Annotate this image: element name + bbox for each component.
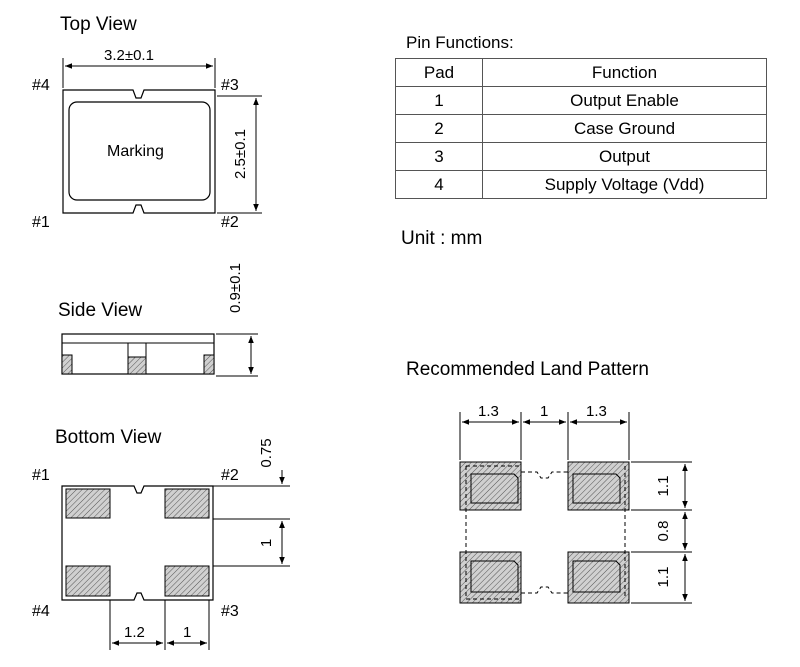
side-view-title: Side View [58, 300, 143, 321]
bottom-pin-4-label: #4 [32, 603, 50, 620]
marking-label: Marking [107, 143, 164, 160]
top-pin-1-label: #1 [32, 214, 50, 231]
pin-functions-title: Pin Functions: [406, 33, 514, 52]
top-view-title: Top View [60, 14, 137, 35]
land-pad-bottom-left [459, 551, 522, 604]
land-pattern-drawing [459, 461, 630, 604]
table-cell-pad: 4 [395, 170, 483, 199]
top-view-package [62, 89, 216, 214]
table-cell-pad: 1 [395, 86, 483, 115]
table-cell-function: Supply Voltage (Vdd) [482, 170, 767, 199]
side-right-terminal [203, 354, 215, 375]
top-pin-3-label: #3 [221, 77, 239, 94]
table-row: 2 Case Ground [395, 114, 767, 143]
top-pin-4-label: #4 [32, 77, 50, 94]
bottom-pin-3-label: #3 [221, 603, 239, 620]
unit-label: Unit : mm [401, 228, 483, 249]
top-height-dim-label: 2.5±0.1 [232, 129, 249, 179]
bottom-gap-v-label: 1 [258, 538, 275, 548]
table-cell-pad: 2 [395, 114, 483, 143]
bottom-pad-4 [65, 565, 111, 597]
side-thick-dim-label: 0.9±0.1 [227, 263, 244, 313]
bottom-pad-w-label: 1.2 [124, 624, 145, 641]
side-center-terminal [127, 356, 147, 375]
table-header-row: Pad Function [395, 58, 767, 87]
bottom-pad-3 [164, 565, 210, 597]
land-bottom-dim-label: 1.1 [655, 566, 672, 588]
top-width-dim-label: 3.2±0.1 [104, 47, 154, 64]
bottom-pin-1-label: #1 [32, 467, 50, 484]
table-header-pad: Pad [395, 58, 483, 87]
bottom-pad-len-label: 0.75 [258, 438, 275, 468]
bottom-pad-1 [65, 488, 111, 519]
bottom-pin-2-label: #2 [221, 467, 239, 484]
side-view-package [61, 333, 215, 375]
table-cell-function: Output [482, 142, 767, 171]
top-pin-2-label: #2 [221, 214, 239, 231]
bottom-gap-h-label: 1 [183, 624, 192, 641]
bottom-view-title: Bottom View [55, 427, 162, 448]
land-top-dim-label: 1.1 [655, 475, 672, 497]
land-pattern-title: Recommended Land Pattern [406, 359, 649, 380]
side-left-terminal [61, 354, 73, 375]
table-row: 1 Output Enable [395, 86, 767, 115]
table-row: 4 Supply Voltage (Vdd) [395, 170, 767, 199]
land-gap-dim-label: 0.8 [655, 520, 672, 542]
land-left-dim-label: 1.3 [478, 403, 499, 420]
land-pad-top-left [459, 461, 522, 511]
land-middle-dim-label: 1 [540, 403, 549, 420]
land-right-dim-label: 1.3 [586, 403, 607, 420]
bottom-pad-2 [164, 488, 210, 519]
pin-functions-table: Pad Function 1 Output Enable 2 Case Grou… [395, 58, 767, 199]
table-row: 3 Output [395, 142, 767, 171]
table-cell-function: Output Enable [482, 86, 767, 115]
table-cell-function: Case Ground [482, 114, 767, 143]
table-cell-pad: 3 [395, 142, 483, 171]
land-pad-top-right [567, 461, 630, 511]
table-header-function: Function [482, 58, 767, 87]
bottom-view-package [61, 485, 214, 601]
